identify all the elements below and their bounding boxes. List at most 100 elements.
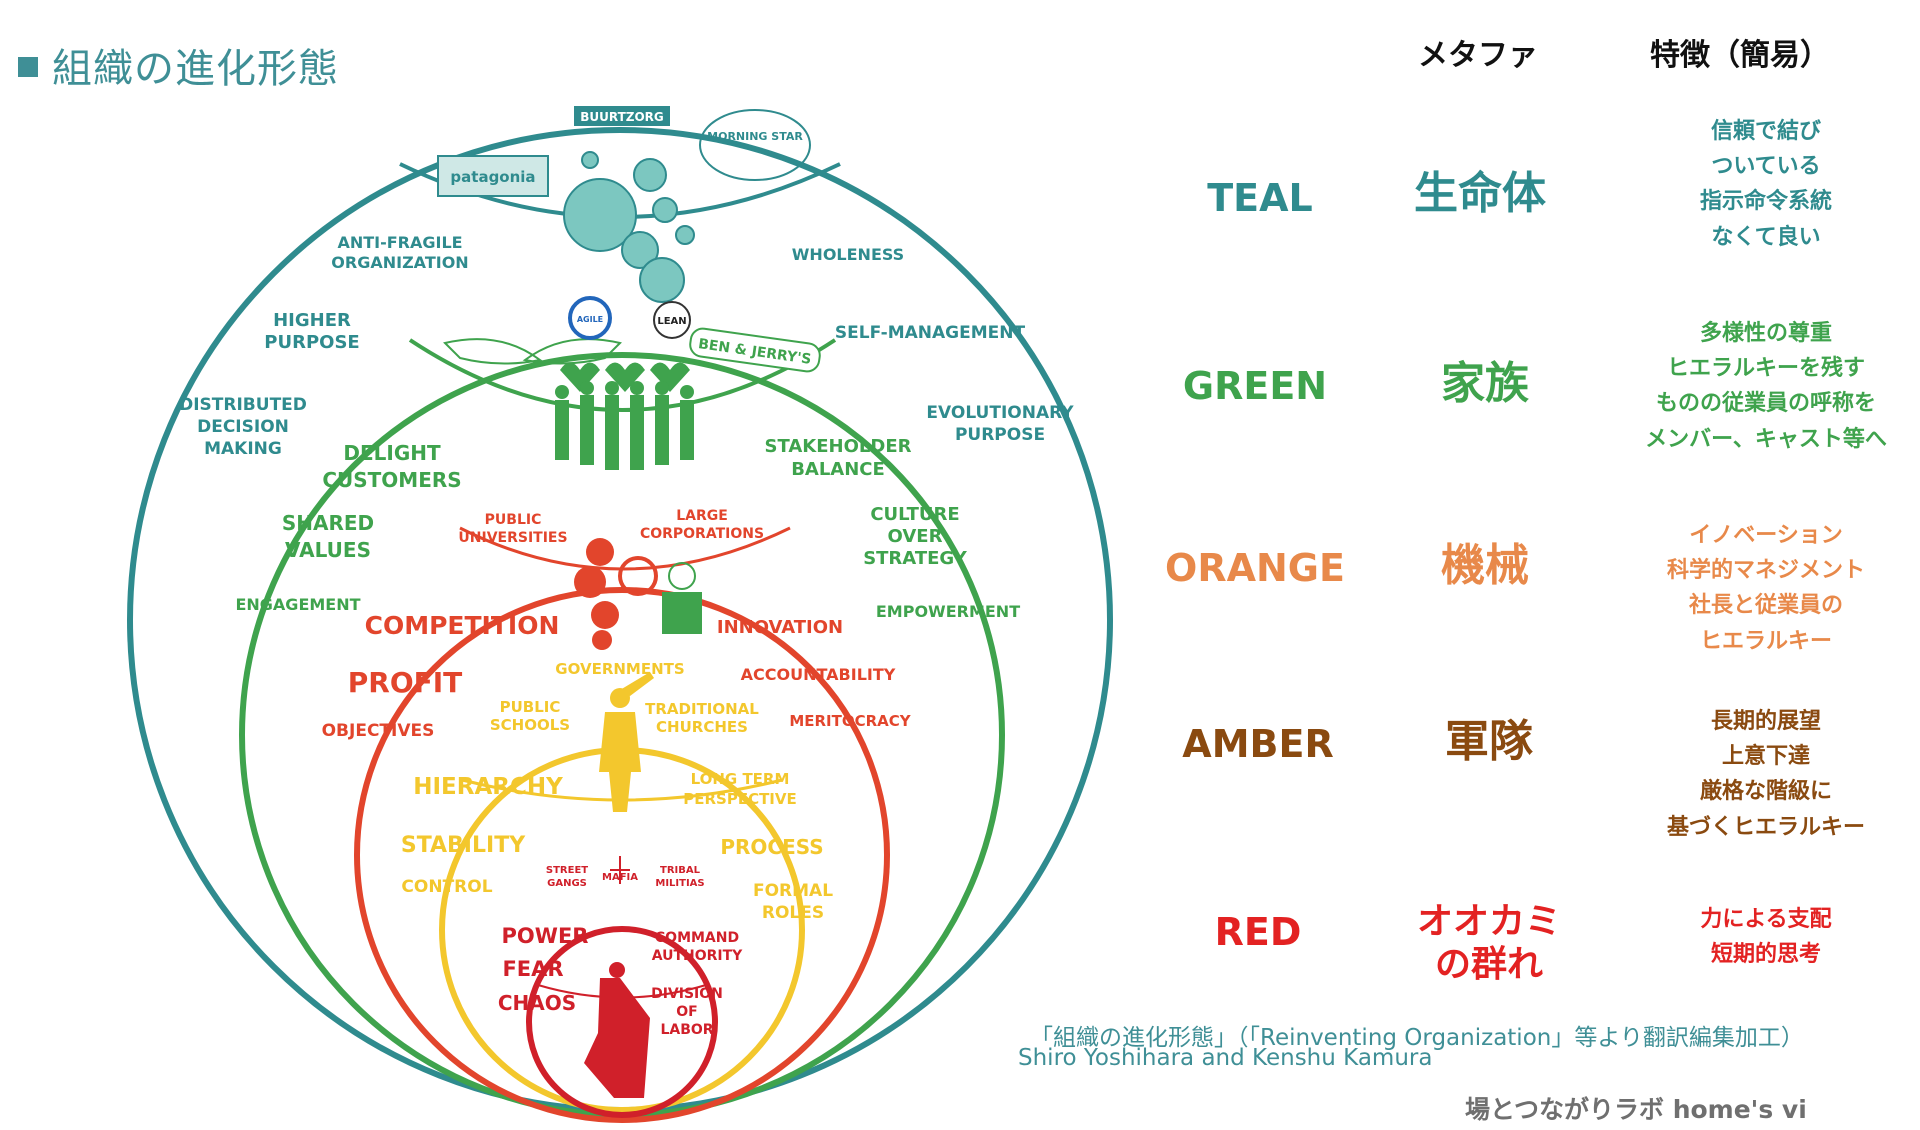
traits-amber: 長期的展望 上意下達 厳格な階級に 基づくヒエラルキー <box>1616 704 1916 845</box>
label-culture: CULTURE <box>870 504 959 525</box>
label-organization: ORGANIZATION <box>331 253 468 272</box>
trait-line: ヒエラルキー <box>1699 628 1832 654</box>
title-square-icon <box>18 57 38 77</box>
trait-line: 長期的展望 <box>1710 709 1821 734</box>
brand-credit: 場とつながりラボ home's vi <box>1465 1095 1807 1124</box>
businessman-icon <box>662 562 702 634</box>
label-public-universities-1: PUBLIC <box>485 512 542 528</box>
trait-line: 基づくヒエラルキー <box>1666 814 1865 840</box>
label-values: VALUES <box>285 538 371 562</box>
label-stakeholder: STAKEHOLDER <box>765 436 912 457</box>
header-features: 特徴（簡易） <box>1650 38 1830 73</box>
patagonia-logo-frame <box>437 155 549 197</box>
label-control: CONTROL <box>401 877 492 897</box>
label-over: OVER <box>888 526 943 547</box>
label-mafia: MAFIA <box>602 872 638 883</box>
trait-line: 多様性の尊重 <box>1699 321 1832 346</box>
gears-icon <box>574 538 658 650</box>
trait-line: 短期的思考 <box>1710 942 1821 968</box>
traits-teal: 信頼で結び ついている 指示命令系統 なくて良い <box>1616 114 1916 255</box>
label-division: DIVISION <box>651 986 723 1002</box>
morning-star-logo: MORNING STAR <box>707 130 803 143</box>
label-authority: AUTHORITY <box>652 948 743 964</box>
label-power: POWER <box>502 924 589 948</box>
page-title-text: 組織の進化形態 <box>52 46 339 92</box>
label-corporations: CORPORATIONS <box>640 526 764 542</box>
metaphor-red: オオカミ の群れ <box>1374 900 1604 986</box>
trait-line: イノベーション <box>1689 523 1843 548</box>
label-competition: COMPETITION <box>365 611 560 640</box>
label-long-term: LONG TERM <box>691 770 790 788</box>
label-formal: FORMAL <box>753 881 833 901</box>
label-command: COMMAND <box>655 930 739 946</box>
label-empowerment: EMPOWERMENT <box>876 602 1020 621</box>
label-churches: CHURCHES <box>656 718 748 736</box>
metaphor-line: オオカミ <box>1416 901 1561 942</box>
trait-line: メンバー、キャスト等へ <box>1645 426 1887 452</box>
label-process: PROCESS <box>720 835 823 859</box>
label-profit: PROFIT <box>348 666 463 699</box>
trait-line: 上意下達 <box>1721 744 1810 770</box>
label-accountability: ACCOUNTABILITY <box>741 665 896 684</box>
label-meritocracy: MERITOCRACY <box>789 712 911 730</box>
label-public-schools-2: SCHOOLS <box>490 716 570 734</box>
agile-logo-icon <box>568 296 612 340</box>
trait-line: ヒエラルキーを残す <box>1666 356 1865 382</box>
label-large: LARGE <box>676 508 728 524</box>
level-teal: TEAL <box>1207 176 1313 220</box>
trait-line: 力による支配 <box>1700 907 1832 932</box>
metaphor-line: の群れ <box>1434 944 1543 986</box>
level-green: GREEN <box>1182 364 1328 408</box>
level-orange: ORANGE <box>1165 546 1345 590</box>
trait-line: 指示命令系統 <box>1699 189 1832 215</box>
page-title: 組織の進化形態 <box>18 36 339 94</box>
label-of: OF <box>676 1004 697 1020</box>
label-higher: HIGHER <box>273 310 351 331</box>
label-shared: SHARED <box>282 511 374 535</box>
metaphor-amber: 軍隊 <box>1445 716 1533 767</box>
label-labor: LABOR <box>660 1022 713 1038</box>
label-customers: CUSTOMERS <box>322 468 461 492</box>
wings-logo-icon <box>443 338 622 365</box>
label-distributed: DISTRIBUTED <box>179 395 307 415</box>
trait-line: 信頼で結び <box>1710 119 1821 144</box>
buurtzorg-logo-frame <box>574 106 670 126</box>
traits-red: 力による支配 短期的思考 <box>1616 902 1916 972</box>
traits-orange: イノベーション 科学的マネジメント 社長と従業員の ヒエラルキー <box>1616 518 1916 659</box>
caption-source: 「組織の進化形態」（「Reinventing Organization」等より翻… <box>1030 1025 1804 1051</box>
trait-line: ものの従業員の呼称を <box>1655 391 1876 417</box>
label-self-management: SELF-MANAGEMENT <box>835 323 1026 343</box>
label-objectives: OBJECTIVES <box>322 721 435 741</box>
label-delight: DELIGHT <box>343 441 441 465</box>
ben-jerrys-logo-frame <box>689 327 821 373</box>
label-evolutionary-purpose: PURPOSE <box>955 425 1045 445</box>
label-purpose: PURPOSE <box>264 332 359 353</box>
people-icon <box>555 362 694 470</box>
patagonia-logo: patagonia <box>450 168 535 186</box>
label-anti-fragile: ANTI-FRAGILE <box>337 233 462 252</box>
lean-logo-icon <box>653 301 691 339</box>
mafia-figure-icon <box>610 856 630 884</box>
label-tribal: TRIBAL <box>660 865 701 876</box>
label-perspective: PERSPECTIVE <box>683 790 797 808</box>
green-arc <box>408 338 837 412</box>
evolution-diagram: patagonia BUURTZORG MORNING STAR ANTI-FR… <box>127 106 1113 1123</box>
trait-line: 科学的マネジメント <box>1666 558 1865 584</box>
metaphor-orange: 機械 <box>1441 540 1529 591</box>
label-balance: BALANCE <box>791 459 885 480</box>
label-decision: DECISION <box>197 417 289 437</box>
red-circle <box>526 926 718 1118</box>
officer-icon <box>599 672 654 812</box>
orange-circle <box>354 587 890 1123</box>
warrior-icon <box>584 962 650 1098</box>
label-roles: ROLES <box>762 903 824 923</box>
label-evolutionary: EVOLUTIONARY <box>926 403 1074 423</box>
metaphor-green: 家族 <box>1441 358 1529 409</box>
level-red: RED <box>1214 910 1302 954</box>
label-strategy: STRATEGY <box>863 548 968 569</box>
lean-logo: LEAN <box>657 316 686 327</box>
label-making: MAKING <box>204 439 282 459</box>
caption-authors: Shiro Yoshihara and Kenshu Kamura <box>1018 1045 1433 1071</box>
label-gangs: GANGS <box>547 878 587 889</box>
label-fear: FEAR <box>502 957 563 981</box>
